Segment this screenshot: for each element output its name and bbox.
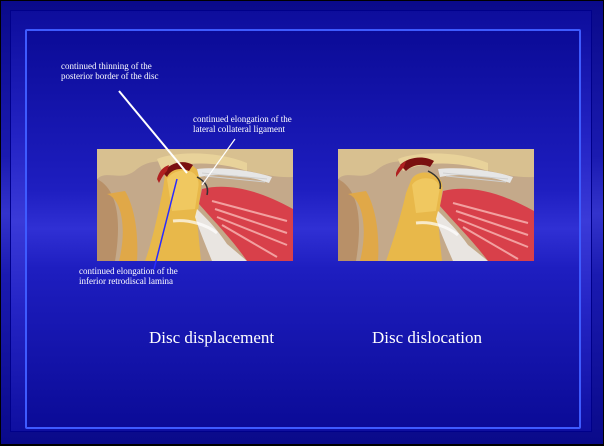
lateral-collateral-pointer bbox=[202, 139, 235, 185]
disc-displacement-caption: Disc displacement bbox=[149, 328, 274, 348]
disc-dislocation-caption: Disc dislocation bbox=[372, 328, 482, 348]
posterior-border-pointer bbox=[119, 91, 187, 173]
retrodiscal-pointer bbox=[154, 179, 177, 269]
